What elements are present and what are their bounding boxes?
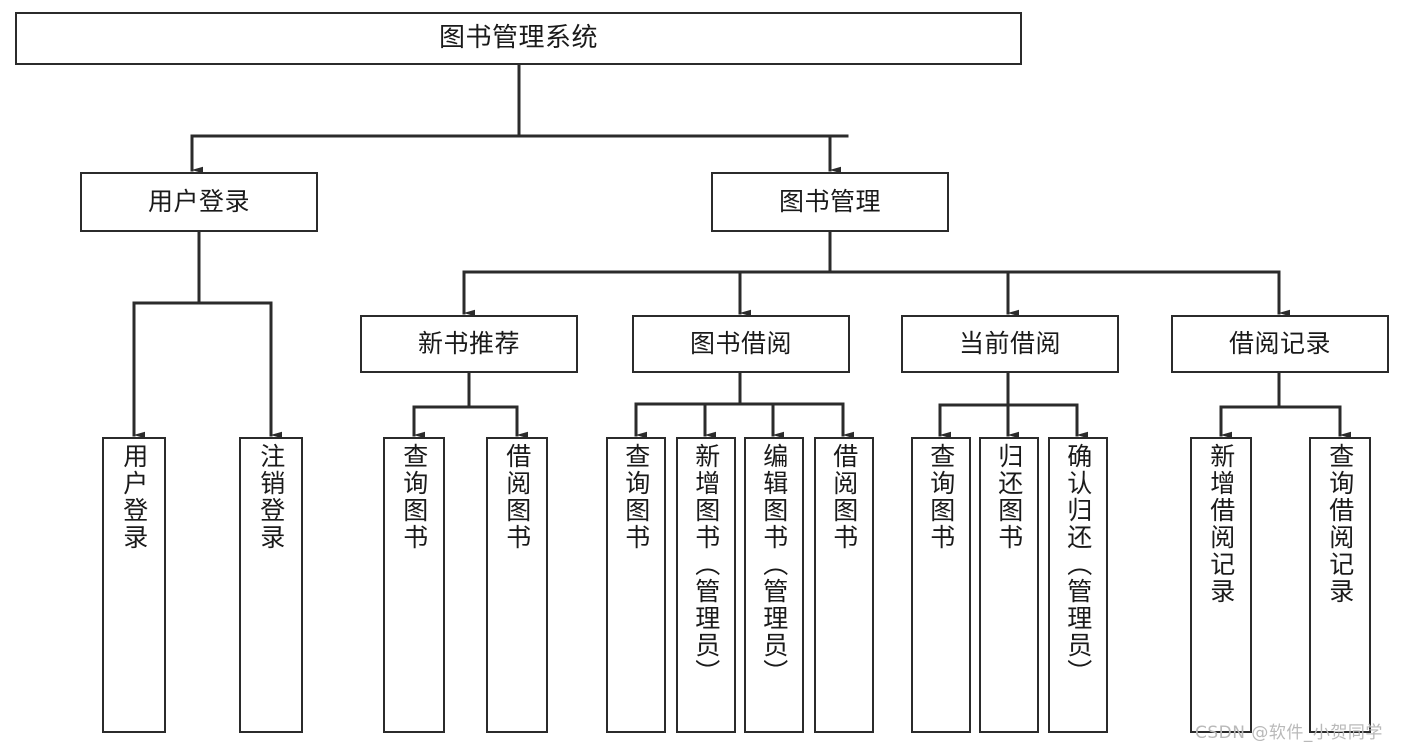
node-label: 新增借阅记录 bbox=[1206, 443, 1236, 605]
node-label: 查询图书 bbox=[621, 443, 651, 551]
leaf-query-book-current[interactable]: 查询图书 bbox=[911, 437, 971, 733]
node-label: 用户登录 bbox=[147, 187, 250, 217]
leaf-user-login[interactable]: 用户登录 bbox=[102, 437, 166, 733]
node-label: 借阅图书 bbox=[502, 443, 532, 551]
node-book-borrow[interactable]: 图书借阅 bbox=[632, 315, 850, 373]
node-book-manage[interactable]: 图书管理 bbox=[711, 172, 949, 232]
node-label: 归还图书 bbox=[994, 443, 1024, 551]
node-current-borrow[interactable]: 当前借阅 bbox=[901, 315, 1119, 373]
leaf-logout-login[interactable]: 注销登录 bbox=[239, 437, 303, 733]
node-label: 新增图书（管理员） bbox=[691, 443, 721, 686]
leaf-query-book-recommend[interactable]: 查询图书 bbox=[383, 437, 445, 733]
leaf-add-book-admin[interactable]: 新增图书（管理员） bbox=[676, 437, 736, 733]
leaf-borrow-book[interactable]: 借阅图书 bbox=[814, 437, 874, 733]
node-label: 新书推荐 bbox=[417, 329, 520, 359]
node-label: 确认归还（管理员） bbox=[1063, 443, 1093, 686]
leaf-edit-book-admin[interactable]: 编辑图书（管理员） bbox=[744, 437, 804, 733]
node-label: 查询借阅记录 bbox=[1325, 443, 1355, 605]
node-user-login[interactable]: 用户登录 bbox=[80, 172, 318, 232]
node-label: 图书管理 bbox=[778, 187, 881, 217]
leaf-add-borrow-record[interactable]: 新增借阅记录 bbox=[1190, 437, 1252, 733]
node-label: 查询图书 bbox=[399, 443, 429, 551]
node-label: 借阅图书 bbox=[829, 443, 859, 551]
leaf-borrow-book-recommend[interactable]: 借阅图书 bbox=[486, 437, 548, 733]
node-label: 当前借阅 bbox=[958, 329, 1061, 359]
leaf-query-book-borrow[interactable]: 查询图书 bbox=[606, 437, 666, 733]
node-borrow-record[interactable]: 借阅记录 bbox=[1171, 315, 1389, 373]
node-label: 编辑图书（管理员） bbox=[759, 443, 789, 686]
node-label: 图书管理系统 bbox=[438, 23, 598, 54]
node-root-system[interactable]: 图书管理系统 bbox=[15, 12, 1022, 65]
node-label: 图书借阅 bbox=[689, 329, 792, 359]
node-label: 借阅记录 bbox=[1228, 329, 1331, 359]
node-new-book-recommend[interactable]: 新书推荐 bbox=[360, 315, 578, 373]
leaf-query-borrow-record[interactable]: 查询借阅记录 bbox=[1309, 437, 1371, 733]
node-label: 查询图书 bbox=[926, 443, 956, 551]
node-label: 用户登录 bbox=[119, 443, 149, 551]
leaf-return-book[interactable]: 归还图书 bbox=[979, 437, 1039, 733]
node-label: 注销登录 bbox=[256, 443, 286, 551]
csdn-watermark: CSDN @软件_小贺同学 bbox=[1195, 723, 1383, 743]
leaf-confirm-return-admin[interactable]: 确认归还（管理员） bbox=[1048, 437, 1108, 733]
